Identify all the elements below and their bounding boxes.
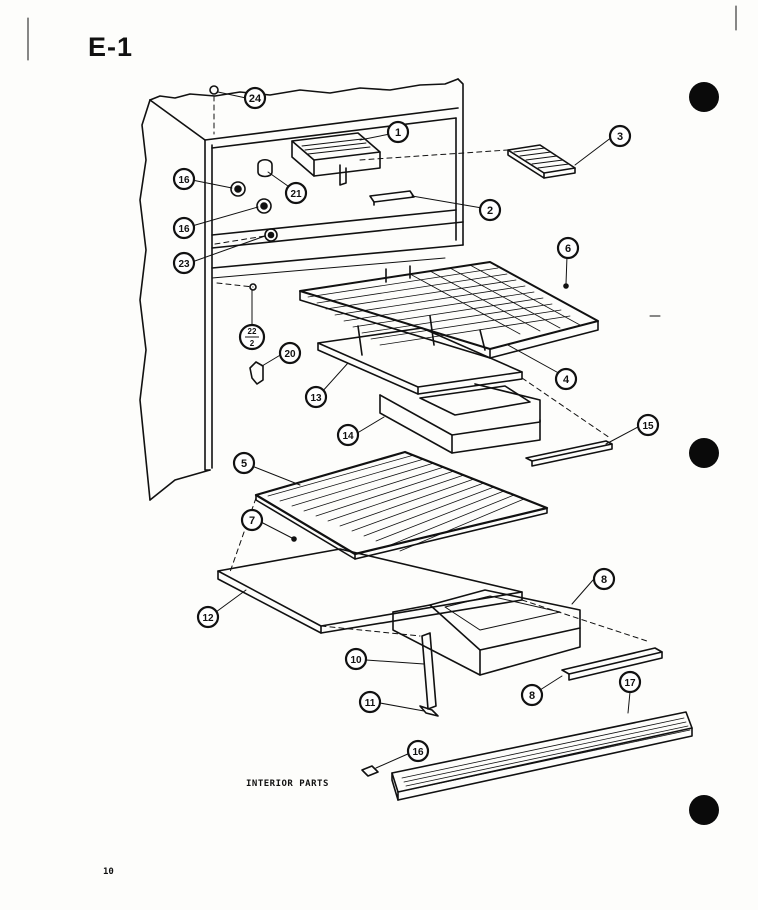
callout-14: 14: [336, 423, 360, 447]
page-number: 10: [103, 867, 114, 877]
callout-8-lower: 8: [520, 683, 544, 707]
part-upper-wire-shelf: [299, 261, 599, 359]
callout-11: 11: [358, 690, 382, 714]
svg-text:16: 16: [178, 224, 190, 235]
callout-1: 1: [386, 120, 410, 144]
svg-text:13: 13: [310, 393, 322, 404]
svg-text:17: 17: [624, 678, 636, 689]
part-main-wire-shelf: [254, 450, 549, 560]
callout-16-c: 16: [406, 739, 430, 763]
callout-23: 23: [172, 251, 196, 275]
svg-text:7: 7: [249, 515, 255, 527]
svg-text:23: 23: [178, 259, 190, 270]
svg-text:24: 24: [249, 93, 262, 105]
svg-text:2: 2: [250, 339, 255, 348]
svg-text:5: 5: [241, 458, 247, 470]
callout-22: 22 2: [238, 323, 266, 351]
svg-text:8: 8: [601, 574, 607, 586]
svg-text:6: 6: [565, 243, 571, 255]
part-crisper-cover: [317, 327, 523, 395]
callout-3: 3: [608, 124, 632, 148]
leader-lines: [191, 91, 639, 769]
part-lower-rail: [561, 647, 663, 681]
callout-17: 17: [618, 670, 642, 694]
callout-6: 6: [556, 236, 580, 260]
part-control-housing: [291, 132, 381, 186]
svg-text:8: 8: [529, 690, 535, 702]
callout-16-b: 16: [172, 216, 196, 240]
part-lower-crisper-drawer: [392, 589, 581, 676]
svg-text:12: 12: [202, 613, 214, 624]
callout-13: 13: [304, 385, 328, 409]
part-control-knobs: [209, 85, 569, 542]
svg-text:3: 3: [617, 131, 623, 143]
part-bottom-grille: [361, 711, 693, 801]
callout-2: 2: [478, 198, 502, 222]
binder-hole-middle: [689, 438, 719, 468]
svg-text:15: 15: [642, 421, 654, 432]
svg-text:14: 14: [342, 431, 354, 442]
callout-4: 4: [554, 367, 578, 391]
callout-15: 15: [636, 413, 660, 437]
part-support-leg: [419, 632, 439, 717]
alignment-lines: [213, 95, 651, 643]
svg-text:1: 1: [395, 127, 401, 139]
svg-text:4: 4: [563, 374, 570, 386]
part-crisper-drawer: [379, 383, 541, 454]
page-edge-marks: [27, 5, 737, 317]
svg-text:22: 22: [248, 327, 257, 336]
part-drawer-rail: [525, 440, 613, 467]
svg-text:20: 20: [284, 349, 296, 360]
callout-12: 12: [196, 605, 220, 629]
callout-24: 24: [243, 86, 267, 110]
callout-7: 7: [240, 508, 264, 532]
callout-labels: 24 1 3 2 16 21 16 23 6 22 2 20 4 13 14 1…: [172, 86, 660, 763]
part-bracket: [369, 190, 415, 206]
callout-8-upper: 8: [592, 567, 616, 591]
callout-20: 20: [278, 341, 302, 365]
callout-21: 21: [284, 181, 308, 205]
binder-hole-bottom: [689, 795, 719, 825]
refrigerator-cabinet: [139, 78, 464, 501]
svg-text:2: 2: [487, 205, 493, 217]
part-egg-tray: [507, 144, 576, 179]
callout-10: 10: [344, 647, 368, 671]
svg-text:21: 21: [290, 189, 302, 200]
callout-5: 5: [232, 451, 256, 475]
svg-text:16: 16: [178, 175, 190, 186]
binder-hole-top: [689, 82, 719, 112]
callout-16-a: 16: [172, 167, 196, 191]
part-glass-shelf: [217, 548, 523, 634]
svg-text:10: 10: [350, 655, 362, 666]
svg-text:11: 11: [365, 698, 376, 709]
page-title: E-1: [88, 32, 134, 62]
diagram-caption: INTERIOR PARTS: [246, 779, 329, 789]
svg-text:16: 16: [412, 747, 424, 758]
